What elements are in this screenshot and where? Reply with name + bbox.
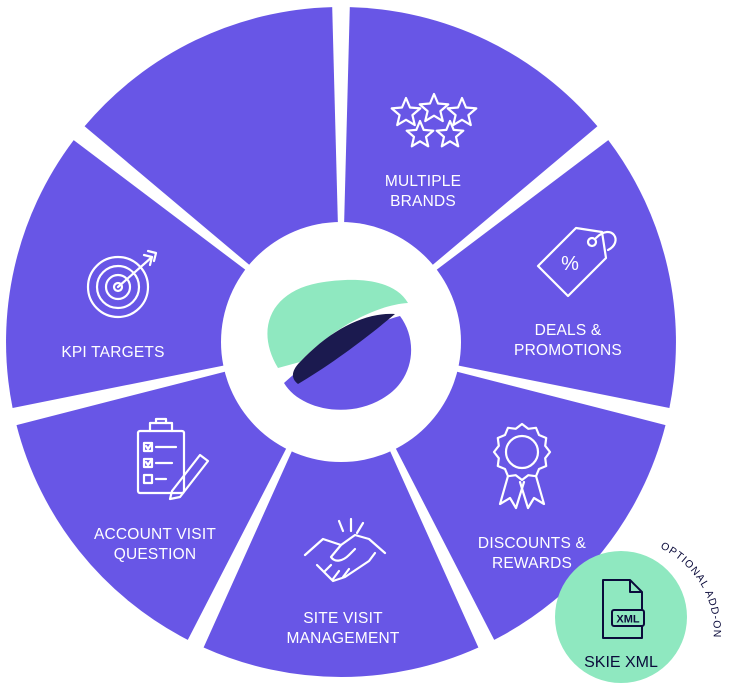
segment-label-line: REWARDS [492,555,572,572]
target-icon [86,249,158,319]
segment-label-account-visit-question: ACCOUNT VISIT QUESTION [94,526,216,563]
award-badge-icon [492,422,552,510]
segment-label-deals-promotions: DEALS & PROMOTIONS [514,322,622,359]
xml-badge-text: XML [616,614,640,626]
handshake-icon [303,517,387,583]
segment-label-line: QUESTION [114,546,197,563]
segment-label-line: DISCOUNTS & [478,535,587,552]
xml-file-icon [602,579,645,639]
logo-s-icon [267,279,412,410]
segment-label-discounts-rewards: DISCOUNTS & REWARDS [478,535,587,572]
addon-label: SKIE XML [584,654,658,671]
segment-discounts-rewards[interactable] [203,342,479,677]
stars-icon [390,92,478,148]
segment-label-line: SITE VISIT [303,610,383,627]
segment-label-line: BRANDS [390,193,456,210]
price-tag-icon: % [536,226,617,298]
segment-label-multiple-brands: MULTIPLE BRANDS [385,173,461,210]
addon-skie-xml[interactable]: XML SKIE XML [555,551,687,683]
clipboard-checklist-icon [136,417,210,501]
segment-label-kpi-targets: KPI TARGETS [61,344,164,361]
segment-label-line: KPI TARGETS [61,344,164,361]
segment-label-line: MULTIPLE [385,173,461,190]
svg-text:%: % [561,253,579,275]
segment-label-line: MANAGEMENT [286,630,399,647]
segment-label-site-visit-management: SITE VISIT MANAGEMENT [286,610,399,647]
segment-label-line: DEALS & [535,322,602,339]
segment-label-line: PROMOTIONS [514,342,622,359]
segment-label-line: ACCOUNT VISIT [94,526,216,543]
